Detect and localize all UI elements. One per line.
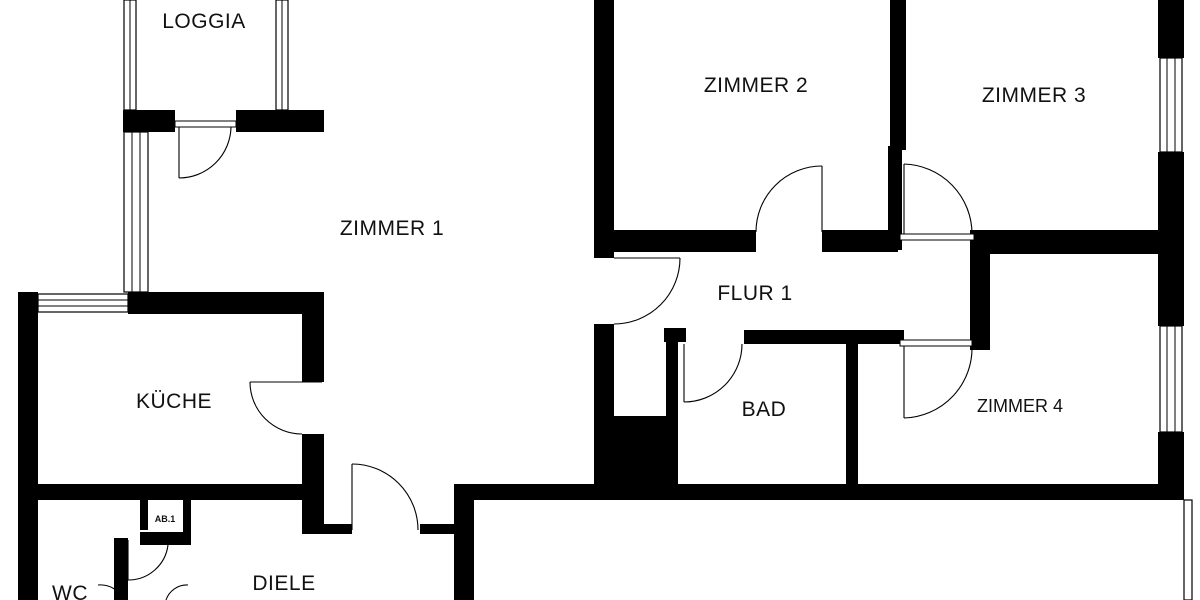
- window-zimmer1-left: [123, 131, 149, 293]
- door-zimmer1-flur[interactable]: [613, 257, 681, 325]
- wall-zimmer4-right-bottom: [1158, 432, 1184, 500]
- wall-ab1-bottom: [140, 532, 191, 545]
- wall-diele-right-stub: [302, 500, 324, 530]
- wall-zimmer2-bottom-right: [822, 230, 898, 252]
- windows: [37, 0, 1193, 600]
- label-bad: BAD: [742, 398, 787, 421]
- window-bottom-right: [1183, 499, 1193, 600]
- wall-zimmer2-right: [890, 0, 906, 150]
- wall-kitchen-right-upper: [302, 292, 324, 382]
- label-loggia: LOGGIA: [162, 10, 246, 33]
- wall-kitchen-bottom: [18, 484, 324, 500]
- door-zimmer2[interactable]: [755, 165, 823, 233]
- door-zimmer4[interactable]: [899, 339, 973, 419]
- wall-loggia-bottom-left: [123, 110, 175, 132]
- door-wc[interactable]: [97, 584, 189, 600]
- wall-zimmer3-right-top: [1158, 0, 1184, 58]
- room-labels: LOGGIA ZIMMER 1 ZIMMER 2 ZIMMER 3 FLUR 1…: [52, 10, 1086, 600]
- wall-zimmer4-top-right: [980, 232, 1184, 254]
- door-kitchen[interactable]: [249, 381, 322, 435]
- wall-zimmer2-bottom-left: [594, 230, 756, 252]
- wall-bad-right: [846, 334, 858, 500]
- wall-kitchen-left: [18, 292, 38, 500]
- wall-zimmer2-left: [594, 0, 614, 258]
- door-bad[interactable]: [683, 343, 743, 403]
- wall-ab1-right: [183, 500, 191, 545]
- walls: [18, 0, 1184, 600]
- window-kitchen: [37, 293, 129, 313]
- door-ab1[interactable]: [127, 540, 169, 581]
- label-zimmer1: ZIMMER 1: [340, 217, 444, 240]
- wall-loggia-bottom-right: [236, 110, 324, 132]
- label-flur1: FLUR 1: [717, 282, 792, 305]
- wall-zimmer2-right-lower: [888, 146, 902, 250]
- wall-kitchen-top: [128, 292, 324, 314]
- wall-bad-left: [666, 334, 678, 500]
- door-diele[interactable]: [351, 463, 419, 531]
- wall-flur-bottom: [744, 330, 904, 344]
- wall-ab1-left: [140, 500, 148, 530]
- window-zimmer3: [1159, 57, 1183, 153]
- wall-zimmer4-right-top: [1158, 232, 1184, 326]
- label-ab1: AB.1: [155, 514, 176, 524]
- wall-kitchen-right-lower: [302, 434, 324, 500]
- wall-diele-right: [454, 486, 474, 600]
- door-zimmer3[interactable]: [899, 163, 975, 241]
- label-zimmer4: ZIMMER 4: [977, 396, 1063, 416]
- label-zimmer2: ZIMMER 2: [704, 74, 808, 97]
- doors: [97, 120, 975, 600]
- label-wc: WC: [52, 582, 88, 600]
- wall-diele-bottom-left: [302, 524, 352, 534]
- label-kueche: KÜCHE: [136, 390, 212, 413]
- wall-diele-bottom-right: [420, 524, 460, 534]
- wall-flur-left-block: [594, 416, 666, 500]
- door-loggia[interactable]: [174, 120, 237, 179]
- wall-wc-divider: [114, 538, 128, 600]
- wall-wc-left: [18, 484, 38, 600]
- label-diele: DIELE: [252, 572, 315, 595]
- wall-bottom-long: [454, 484, 1184, 500]
- label-zimmer3: ZIMMER 3: [982, 84, 1086, 107]
- wall-zimmer4-top: [970, 232, 990, 350]
- window-zimmer4: [1159, 325, 1183, 433]
